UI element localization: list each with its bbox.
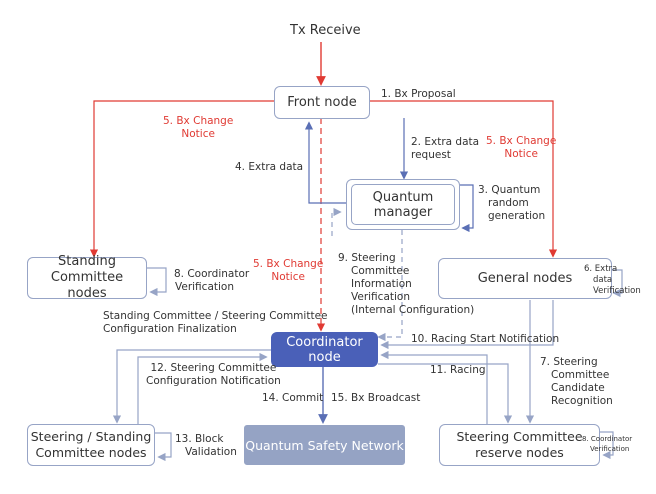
edge-coordinator-verification bbox=[147, 267, 167, 297]
qsn-label: Quantum Safety Network bbox=[245, 437, 404, 453]
standing-label-2: nodes bbox=[67, 286, 107, 301]
label-bx-change-right: 5. Bx Change Notice bbox=[486, 135, 557, 160]
label-config-notification: 12. Steering Committee Configuration Not… bbox=[146, 362, 281, 387]
edge-coordinator-to-reserve bbox=[378, 363, 513, 424]
label-racing-start: 10. Racing Start Notification bbox=[411, 333, 560, 345]
label-coordinator-verification-small: 8. Coordinator Verification bbox=[582, 435, 633, 453]
edge-quantum-random bbox=[460, 184, 474, 233]
quantum-manager-node: Quantum manager bbox=[346, 179, 460, 230]
standing-label-1: Standing Committee bbox=[50, 254, 124, 285]
steering-standing-label-2: Committee nodes bbox=[35, 445, 147, 460]
steering-reserve-node: Steering Committee reserve nodes bbox=[439, 424, 600, 466]
reserve-label-1: Steering Committee bbox=[456, 429, 583, 444]
label-extra-data-request: 2. Extra data request bbox=[411, 136, 480, 161]
general-nodes: General nodes bbox=[438, 258, 612, 299]
label-steering-info: 9. Steering Committee Information Verifi… bbox=[338, 252, 475, 316]
front-node-label: Front node bbox=[287, 94, 357, 110]
edge-config-notification bbox=[112, 349, 272, 424]
label-config-finalization: Standing Committee / Steering Committee … bbox=[103, 310, 328, 335]
edge-racing-start bbox=[380, 300, 554, 350]
label-bx-broadcast: 15. Bx Broadcast bbox=[331, 392, 421, 404]
quantum-safety-network: Quantum Safety Network bbox=[244, 425, 405, 465]
steering-standing-node: Steering / Standing Committee nodes bbox=[27, 424, 155, 466]
label-coordinator-verification: 8. Coordinator Verification bbox=[174, 268, 250, 293]
quantum-manager-label-1: Quantum bbox=[372, 189, 434, 205]
quantum-manager-inner: Quantum manager bbox=[351, 184, 455, 225]
label-quantum-random: 3. Quantum random generation bbox=[478, 184, 546, 222]
coordinator-label-2: node bbox=[308, 349, 341, 365]
front-node: Front node bbox=[274, 86, 370, 119]
standing-committee-node: Standing Committee nodes bbox=[27, 254, 147, 301]
edge-steering-info bbox=[331, 207, 342, 236]
edge-standing-to-coordinator bbox=[137, 352, 268, 424]
label-bx-proposal: 1. Bx Proposal bbox=[381, 88, 456, 100]
edge-racing bbox=[380, 350, 488, 424]
edge-bx-change-left bbox=[89, 100, 274, 258]
steering-standing-label-1: Steering / Standing bbox=[30, 429, 152, 444]
label-bx-change-mid: 5. Bx Change Notice bbox=[253, 258, 324, 283]
edge-block-validation bbox=[155, 432, 172, 462]
edge-reserve-verification bbox=[600, 431, 614, 460]
coordinator-label-1: Coordinator bbox=[286, 334, 363, 350]
label-extra-data-verification: 6. Extra data Verification bbox=[584, 264, 641, 296]
coordinator-node: Coordinator node bbox=[271, 332, 378, 367]
edge-extra-data bbox=[304, 121, 346, 204]
general-label: General nodes bbox=[477, 270, 573, 286]
label-bx-change-left: 5. Bx Change Notice bbox=[163, 115, 234, 140]
diagram-title: Tx Receive bbox=[290, 23, 361, 38]
reserve-label-2: reserve nodes bbox=[475, 445, 564, 460]
label-commit: 14. Commit bbox=[262, 392, 324, 404]
edge-bx-change-right bbox=[370, 100, 558, 258]
quantum-manager-label-2: manager bbox=[373, 204, 433, 220]
label-steering-candidate: 7. Steering Committee Candidate Recognit… bbox=[540, 356, 613, 407]
label-extra-data: 4. Extra data bbox=[235, 161, 304, 173]
label-block-validation: 13. Block Validation bbox=[175, 433, 237, 458]
edge-extra-data-verification bbox=[612, 269, 623, 298]
label-racing: 11. Racing bbox=[430, 364, 486, 376]
